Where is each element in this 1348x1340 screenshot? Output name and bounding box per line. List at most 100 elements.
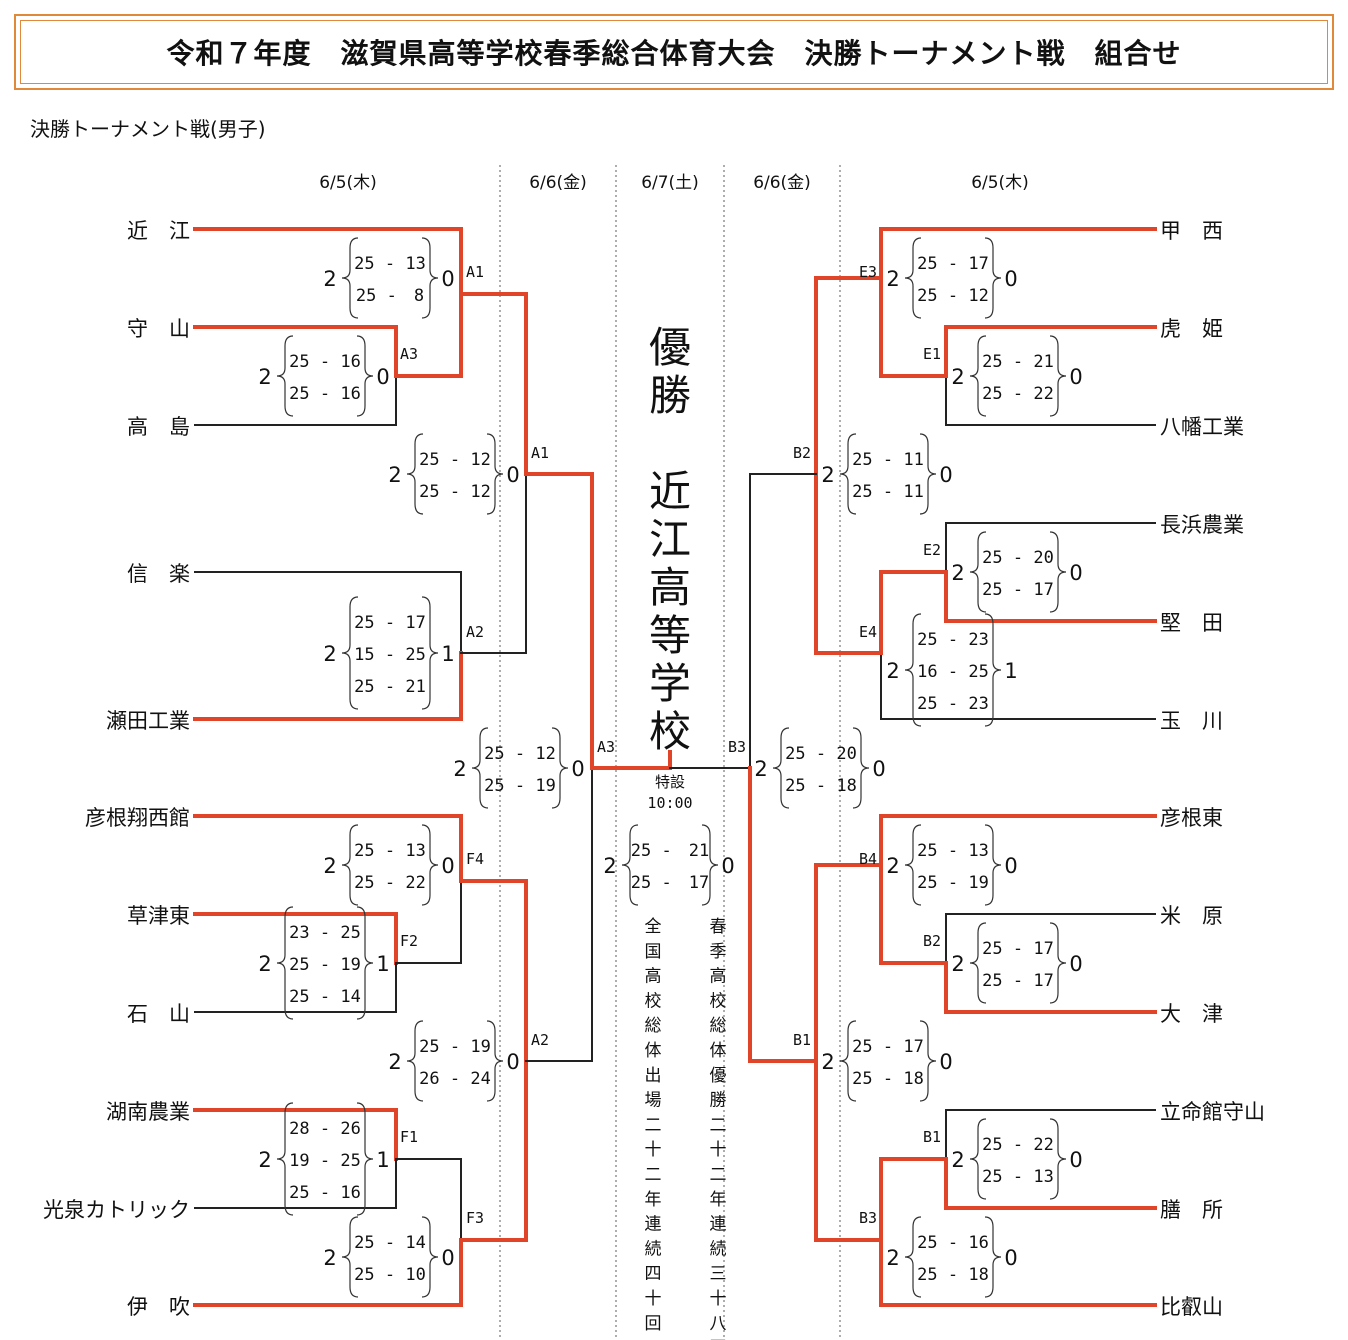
record-note: 体 bbox=[710, 1041, 727, 1061]
score-brace bbox=[486, 433, 504, 515]
sets-won: 2 bbox=[258, 952, 271, 976]
sets-lost: 0 bbox=[939, 463, 952, 487]
team-name-left: 瀬田工業 bbox=[106, 709, 190, 733]
bracket-line-winner bbox=[459, 1059, 528, 1242]
set-score: 25 - 17 bbox=[982, 580, 1054, 600]
score-brace bbox=[356, 1102, 374, 1216]
record-note: 季 bbox=[710, 942, 727, 962]
bracket-line-winner bbox=[193, 325, 398, 378]
set-score: 25 - 12 bbox=[419, 450, 491, 470]
sets-won: 2 bbox=[951, 1148, 964, 1172]
set-score: 25 - 22 bbox=[982, 384, 1054, 404]
bracket-line-winner bbox=[879, 1157, 948, 1242]
score-brace bbox=[984, 613, 1002, 727]
set-score: 19 - 25 bbox=[289, 1151, 361, 1171]
champion-team: 高 bbox=[649, 563, 691, 612]
set-score: 25 - 17 bbox=[852, 1037, 924, 1057]
score-brace bbox=[904, 237, 922, 319]
score-brace bbox=[904, 613, 922, 727]
champion-team: 学 bbox=[649, 659, 691, 708]
sets-won: 2 bbox=[323, 854, 336, 878]
team-name-left: 守 山 bbox=[127, 317, 190, 341]
bracket-line-winner bbox=[814, 1059, 883, 1242]
bracket-line-winner bbox=[879, 227, 1157, 280]
score-brace bbox=[551, 727, 569, 809]
record-note: 二 bbox=[710, 1115, 727, 1135]
score-brace bbox=[919, 1020, 937, 1102]
final-venue: 特設 bbox=[655, 773, 685, 791]
record-note: 八 bbox=[710, 1314, 727, 1334]
record-note: 二 bbox=[645, 1165, 662, 1185]
bracket-line-winner bbox=[748, 766, 818, 1063]
set-score: 25 - 14 bbox=[354, 1233, 426, 1253]
match-label: B2 bbox=[923, 932, 941, 950]
match-label: B4 bbox=[859, 850, 877, 868]
bracket-line-winner bbox=[879, 1238, 1157, 1307]
bracket-line-winner bbox=[193, 651, 463, 721]
team-name-right: 甲 西 bbox=[1160, 219, 1223, 243]
record-note: 総 bbox=[645, 1016, 662, 1036]
sets-won: 2 bbox=[886, 659, 899, 683]
record-note: 十 bbox=[710, 1140, 727, 1160]
sets-won: 2 bbox=[323, 642, 336, 666]
score-brace bbox=[839, 1020, 857, 1102]
score-brace bbox=[969, 531, 987, 613]
champion-label: 優 bbox=[649, 323, 691, 372]
bracket-line-winner bbox=[524, 472, 594, 770]
sets-won: 2 bbox=[821, 463, 834, 487]
champion-team: 近 bbox=[649, 467, 691, 516]
team-name-left: 高 島 bbox=[127, 415, 190, 439]
team-name-left: 石 山 bbox=[127, 1002, 190, 1026]
bracket-line-winner bbox=[459, 879, 528, 1063]
sets-lost: 1 bbox=[1004, 659, 1017, 683]
bracket-line-winner bbox=[944, 570, 1157, 623]
record-note: 続 bbox=[645, 1239, 662, 1259]
date-header: 6/7(土) bbox=[641, 173, 699, 193]
bracket-line-winner bbox=[879, 863, 948, 965]
record-note: 十 bbox=[645, 1140, 662, 1160]
score-brace bbox=[341, 596, 359, 710]
score-brace bbox=[276, 335, 294, 417]
set-score: 25 - 17 bbox=[917, 254, 989, 274]
sets-won: 2 bbox=[323, 1246, 336, 1270]
team-name-right: 長浜農業 bbox=[1160, 513, 1244, 537]
page-title: 令和７年度 滋賀県高等学校春季総合体育大会 決勝トーナメント戦 組合せ bbox=[20, 20, 1328, 84]
bracket-lines bbox=[193, 227, 1157, 1307]
set-score: 25 - 8 bbox=[356, 286, 424, 306]
set-score: 25 - 20 bbox=[982, 548, 1054, 568]
sets-lost: 1 bbox=[441, 642, 454, 666]
sets-lost: 0 bbox=[1004, 1246, 1017, 1270]
bracket-line-winner bbox=[879, 814, 1157, 867]
set-score: 25 - 18 bbox=[917, 1265, 989, 1285]
sets-lost: 0 bbox=[506, 1050, 519, 1074]
bracket-line-winner bbox=[879, 276, 948, 378]
record-note: 二 bbox=[645, 1115, 662, 1135]
score-brace bbox=[421, 1216, 439, 1298]
column-dividers bbox=[499, 165, 841, 1338]
bracket-line bbox=[749, 473, 817, 769]
team-name-right: 比叡山 bbox=[1160, 1295, 1223, 1319]
score-brace bbox=[969, 335, 987, 417]
sets-won: 2 bbox=[453, 757, 466, 781]
sets-won: 2 bbox=[388, 1050, 401, 1074]
team-name-right: 膳 所 bbox=[1160, 1198, 1223, 1222]
set-score: 25 - 16 bbox=[289, 1183, 361, 1203]
sets-won: 2 bbox=[886, 1246, 899, 1270]
record-note: 年 bbox=[645, 1190, 662, 1210]
score-brace bbox=[1049, 335, 1067, 417]
sets-lost: 0 bbox=[571, 757, 584, 781]
set-score: 23 - 25 bbox=[289, 923, 361, 943]
score-brace bbox=[276, 1102, 294, 1216]
sets-won: 2 bbox=[821, 1050, 834, 1074]
record-note: 校 bbox=[710, 991, 727, 1011]
sets-won: 2 bbox=[951, 365, 964, 389]
team-name-left: 彦根翔西館 bbox=[85, 806, 190, 830]
match-label: A2 bbox=[466, 623, 484, 641]
bracket-line-winner bbox=[193, 227, 463, 296]
bracket-line bbox=[945, 375, 1156, 426]
set-score: 25 - 22 bbox=[982, 1135, 1054, 1155]
set-score: 25 - 18 bbox=[785, 776, 857, 796]
bracket-line bbox=[194, 375, 397, 426]
match-label: B1 bbox=[923, 1128, 941, 1146]
